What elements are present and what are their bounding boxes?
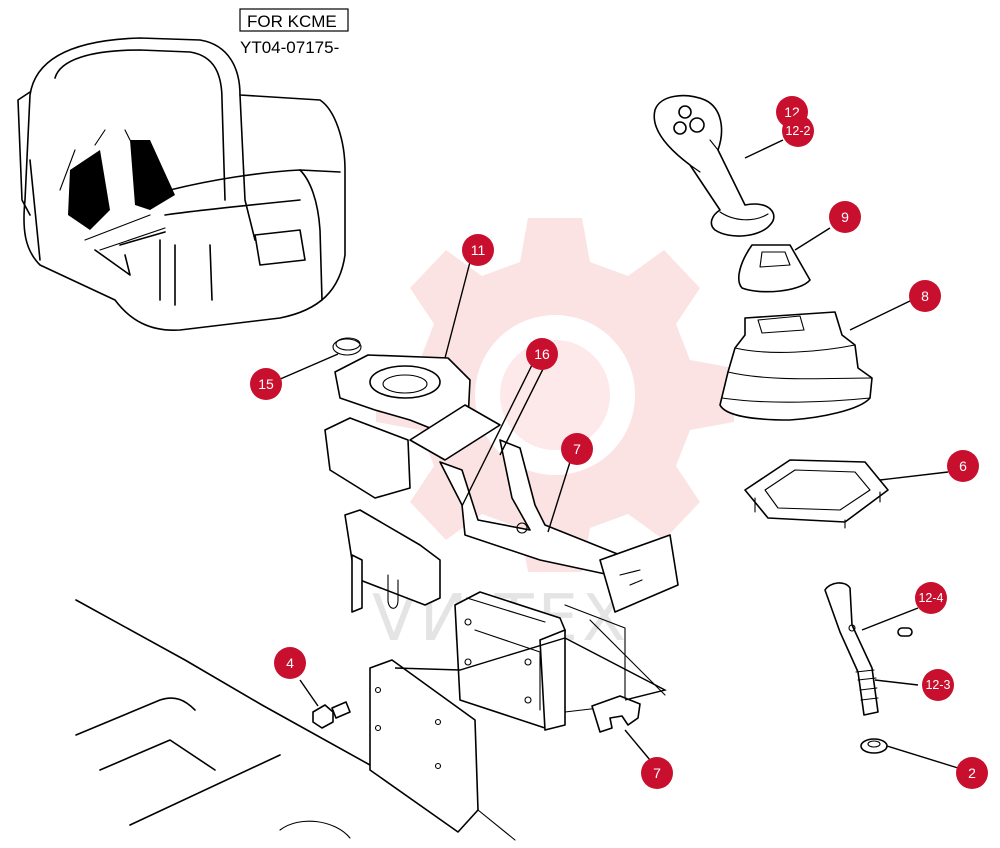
callouts: 12 12-2 9 8 6 11 16 7 bbox=[250, 96, 988, 789]
callout-12-3[interactable]: 12-3 bbox=[922, 669, 954, 701]
svg-text:16: 16 bbox=[534, 346, 550, 362]
svg-text:9: 9 bbox=[841, 209, 849, 225]
bolt-drawing bbox=[312, 701, 351, 729]
variant-label: FOR KCME bbox=[247, 12, 337, 31]
callout-7-upper[interactable]: 7 bbox=[561, 433, 593, 465]
spring-clip-drawing bbox=[332, 337, 362, 356]
pin-drawing bbox=[897, 627, 913, 637]
callout-2[interactable]: 2 bbox=[956, 757, 988, 789]
svg-text:2: 2 bbox=[968, 765, 976, 781]
nut-drawing bbox=[860, 738, 888, 754]
lever-drawing bbox=[824, 582, 879, 716]
callout-7-lower[interactable]: 7 bbox=[641, 757, 673, 789]
svg-text:8: 8 bbox=[921, 288, 929, 304]
joystick-grip-drawing bbox=[653, 94, 775, 237]
svg-text:12-4: 12-4 bbox=[918, 591, 943, 605]
callout-12-2[interactable]: 12-2 bbox=[782, 115, 814, 147]
callout-4[interactable]: 4 bbox=[274, 647, 306, 679]
callout-6[interactable]: 6 bbox=[947, 450, 979, 482]
callout-12-4[interactable]: 12-4 bbox=[915, 582, 947, 614]
svg-text:12-3: 12-3 bbox=[925, 678, 950, 692]
console-bracket-drawing bbox=[324, 354, 679, 731]
title-block: FOR KCME YT04-07175- bbox=[239, 8, 349, 57]
floor-plate-drawing bbox=[75, 599, 516, 841]
leader-lines bbox=[277, 139, 959, 769]
svg-text:4: 4 bbox=[286, 655, 294, 671]
svg-text:11: 11 bbox=[471, 242, 486, 258]
svg-text:15: 15 bbox=[258, 376, 274, 392]
clip-drawing bbox=[591, 695, 641, 733]
svg-text:7: 7 bbox=[573, 441, 581, 457]
boot-top-drawing bbox=[738, 244, 811, 293]
callout-16[interactable]: 16 bbox=[526, 338, 558, 370]
svg-text:7: 7 bbox=[653, 765, 661, 781]
callout-8[interactable]: 8 bbox=[909, 280, 941, 312]
variant-label-box bbox=[239, 8, 349, 32]
callout-15[interactable]: 15 bbox=[250, 368, 282, 400]
cab-overview-drawing bbox=[17, 37, 346, 331]
callout-9[interactable]: 9 bbox=[829, 201, 861, 233]
boot-drawing bbox=[719, 311, 873, 421]
serial-range: YT04-07175- bbox=[240, 38, 339, 57]
callout-11[interactable]: 11 bbox=[462, 234, 494, 266]
svg-text:6: 6 bbox=[959, 458, 967, 474]
svg-text:12-2: 12-2 bbox=[785, 124, 810, 138]
frame-plate-drawing bbox=[744, 459, 889, 529]
